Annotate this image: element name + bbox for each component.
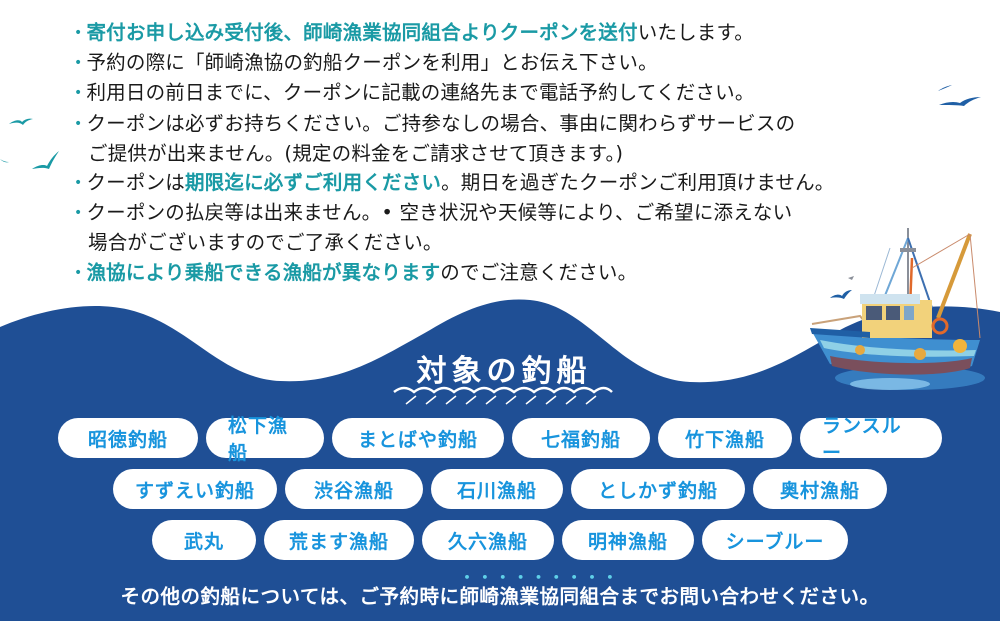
note-text: 予約の際に「師崎漁協の釣船クーポンを利用」とお伝え下さい。 [86, 51, 658, 75]
bullet-icon: • [74, 115, 83, 132]
boat-pill[interactable]: としかず釣船 [571, 469, 745, 509]
boat-pill[interactable]: 久六漁船 [422, 520, 554, 560]
seagull-icon [938, 85, 952, 91]
fishing-boat-illustration [810, 228, 985, 390]
boat-pill[interactable]: 竹下漁船 [658, 418, 792, 458]
boat-pill[interactable]: 武丸 [152, 520, 256, 560]
note-highlight: 期限迄に必ずご利用ください [184, 171, 442, 195]
note-item: •漁協により乗船できる漁船が異なりますのでご注意ください。 [74, 258, 954, 288]
note-text: 場合がございますのでご了承ください。 [88, 231, 443, 255]
bullet-icon: • [74, 205, 83, 222]
seagull-icon [32, 151, 59, 169]
target-boats-list: 昭徳釣船 松下漁船 まとばや釣船 七福釣船 竹下漁船 ランスルー すずえい釣船 … [0, 415, 1000, 571]
seagull-icon [939, 97, 981, 106]
boat-pill[interactable]: 七福釣船 [512, 418, 650, 458]
note-highlight: 寄付お申し込み受付後、師崎漁業協同組合よりクーポンを送付 [86, 21, 638, 44]
boat-pill[interactable]: 渋谷漁船 [285, 469, 423, 509]
note-text: クーポンは [86, 171, 185, 195]
note-item: •クーポンは必ずお持ちください。ご持参なしの場合、事由に関わらずサービスの [74, 109, 954, 139]
note-item: •寄付お申し込み受付後、師崎漁業協同組合よりクーポンを送付いたします。 [74, 18, 954, 48]
note-item: •クーポンの払戻等は出来ません。• 空き状況や天候等により、ご希望に添えない [74, 198, 954, 228]
note-text: 。期日を過ぎたクーポンご利用頂けません。 [441, 171, 835, 195]
note-continuation: ご提供が出来ません。(規定の料金をご請求させて頂きます。) [74, 139, 954, 168]
boat-pill[interactable]: 荒ます漁船 [264, 520, 414, 560]
note-item: •予約の際に「師崎漁協の釣船クーポンを利用」とお伝え下さい。 [74, 48, 954, 78]
wave-decoration-icon [393, 386, 613, 405]
boat-pill[interactable]: 松下漁船 [206, 415, 324, 464]
note-text: ご提供が出来ません。(規定の料金をご請求させて頂きます。) [88, 141, 624, 165]
bullet-icon: • [74, 85, 83, 102]
footer-note: その他の釣船については、ご予約時に師崎漁業協同組合までお問い合わせください。 [0, 580, 1000, 609]
boat-row: 昭徳釣船 松下漁船 まとばや釣船 七福釣船 竹下漁船 ランスルー [0, 415, 1000, 464]
boat-pill[interactable]: すずえい釣船 [113, 469, 277, 509]
note-item: •クーポンは期限迄に必ずご利用ください。期日を過ぎたクーポンご利用頂けません。 [74, 168, 954, 198]
boat-pill[interactable]: 明神漁船 [562, 520, 694, 560]
note-continuation: 場合がございますのでご了承ください。 [74, 228, 954, 257]
section-title: 対象の釣船 [416, 354, 592, 389]
boat-row: すずえい釣船 渋谷漁船 石川漁船 としかず釣船 奥村漁船 [0, 469, 1000, 509]
boat-row: 武丸 荒ます漁船 久六漁船 明神漁船 シーブルー [0, 520, 1000, 560]
coupon-notes: •寄付お申し込み受付後、師崎漁業協同組合よりクーポンを送付いたします。 •予約の… [74, 18, 954, 288]
note-text: 利用日の前日までに、クーポンに記載の連絡先まで電話予約してください。 [86, 81, 755, 105]
bullet-icon: • [74, 175, 83, 192]
boat-pill[interactable]: 石川漁船 [431, 469, 563, 509]
boat-pill[interactable]: ランスルー [800, 415, 942, 464]
footer-text: までお問い合わせください。 [619, 585, 880, 608]
note-text: いたします。 [637, 21, 754, 44]
bullet-icon: • [74, 25, 83, 41]
note-highlight: 漁協により乗船できる漁船が異なります [86, 260, 441, 284]
seagull-icon [0, 159, 9, 163]
note-text: クーポンは必ずお持ちください。ご持参なしの場合、事由に関わらずサービスの [86, 111, 796, 135]
note-text: のでご注意ください。 [440, 260, 638, 284]
boat-pill[interactable]: 昭徳釣船 [58, 418, 198, 458]
note-text: クーポンの払戻等は出来ません。• 空き状況や天候等により、ご希望に添えない [86, 201, 793, 225]
boat-pill[interactable]: 奥村漁船 [753, 469, 887, 509]
bullet-icon: • [74, 55, 83, 72]
boat-pill[interactable]: シーブルー [702, 520, 848, 560]
bullet-icon: • [74, 264, 83, 281]
footer-text: その他の釣船については、ご予約時に [120, 585, 460, 608]
note-item: •利用日の前日までに、クーポンに記載の連絡先まで電話予約してください。 [74, 78, 954, 108]
seagull-icon [9, 118, 33, 125]
footer-emphasis: 師崎漁業協同組合 [460, 585, 620, 608]
boat-pill[interactable]: まとばや釣船 [332, 418, 504, 458]
